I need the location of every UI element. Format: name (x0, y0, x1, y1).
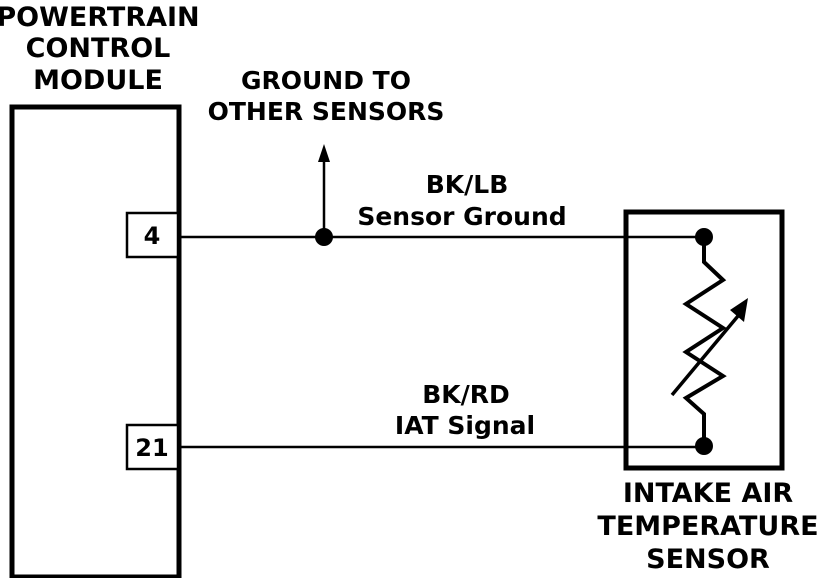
ground-note-line-2: OTHER SENSORS (208, 97, 445, 126)
pcm-title-line-1: POWERTRAIN (0, 2, 200, 33)
pin-21-box (125, 423, 180, 471)
splice-dot (315, 228, 333, 246)
pcm-title-line-2: CONTROL (26, 33, 171, 64)
wire-1-color-code: BK/LB (426, 170, 509, 199)
sensor-title-line-2: TEMPERATURE (597, 511, 818, 542)
sensor-title-line-1: INTAKE AIR (623, 478, 794, 509)
ground-note-line-1: GROUND TO (241, 66, 411, 95)
wire-1-function: Sensor Ground (357, 202, 566, 231)
pcm-box (9, 104, 182, 578)
pin-21-label: 21 (135, 434, 168, 462)
pin-4-label: 4 (144, 222, 161, 250)
pin-4-box (125, 211, 180, 259)
iat-sensor-box (623, 209, 785, 471)
sensor-title-line-3: SENSOR (646, 544, 770, 575)
ground-branch-arrow (318, 144, 330, 236)
wire-2-function: IAT Signal (395, 411, 535, 440)
wire-2-color-code: BK/RD (422, 380, 510, 409)
pcm-title-line-3: MODULE (33, 65, 163, 96)
thermistor-icon (670, 237, 748, 446)
